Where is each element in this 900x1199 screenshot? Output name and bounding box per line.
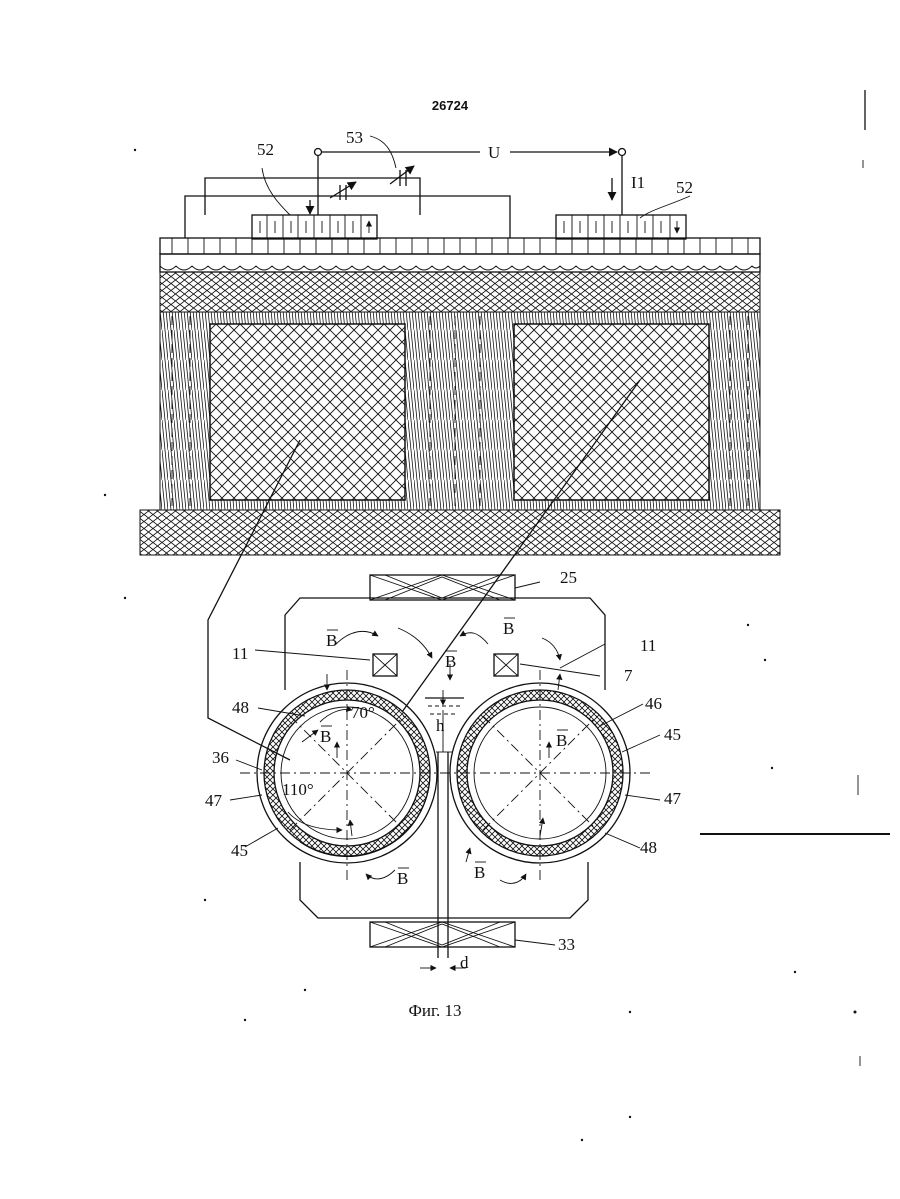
field-B-3: B xyxy=(445,652,456,671)
field-B-5: B xyxy=(556,731,567,750)
label-U: U xyxy=(488,143,500,162)
label-45-left: 45 xyxy=(231,841,248,860)
label-52-right: 52 xyxy=(676,178,693,197)
field-B-2: B xyxy=(503,619,514,638)
field-B-4: B xyxy=(320,727,331,746)
label-25: 25 xyxy=(560,568,577,587)
margin-marks xyxy=(700,90,890,1066)
label-11-left: 11 xyxy=(232,644,248,663)
field-B-7: B xyxy=(474,863,485,882)
field-B-6: B xyxy=(397,869,408,888)
label-46: 46 xyxy=(645,694,662,713)
label-33: 33 xyxy=(558,935,575,954)
layered-section xyxy=(140,238,780,555)
label-I1: I1 xyxy=(631,173,645,192)
angle-110: 110° xyxy=(282,780,314,799)
label-d: d xyxy=(460,953,469,972)
label-7: 7 xyxy=(624,666,633,685)
label-47-left: 47 xyxy=(205,791,223,810)
doc-number: 26724 xyxy=(432,98,469,113)
label-52-left: 52 xyxy=(257,140,274,159)
label-48-right: 48 xyxy=(640,838,657,857)
label-h: h xyxy=(436,716,445,735)
label-36: 36 xyxy=(212,748,229,767)
label-48-left: 48 xyxy=(232,698,249,717)
angle-70: 70° xyxy=(351,703,375,722)
label-45-right: 45 xyxy=(664,725,681,744)
label-53: 53 xyxy=(346,128,363,147)
label-47-right: 47 xyxy=(664,789,682,808)
figure-caption: Фиг. 13 xyxy=(408,1001,461,1020)
field-B-1: B xyxy=(326,631,337,650)
roller-assembly xyxy=(230,575,660,968)
label-11-right: 11 xyxy=(640,636,656,655)
